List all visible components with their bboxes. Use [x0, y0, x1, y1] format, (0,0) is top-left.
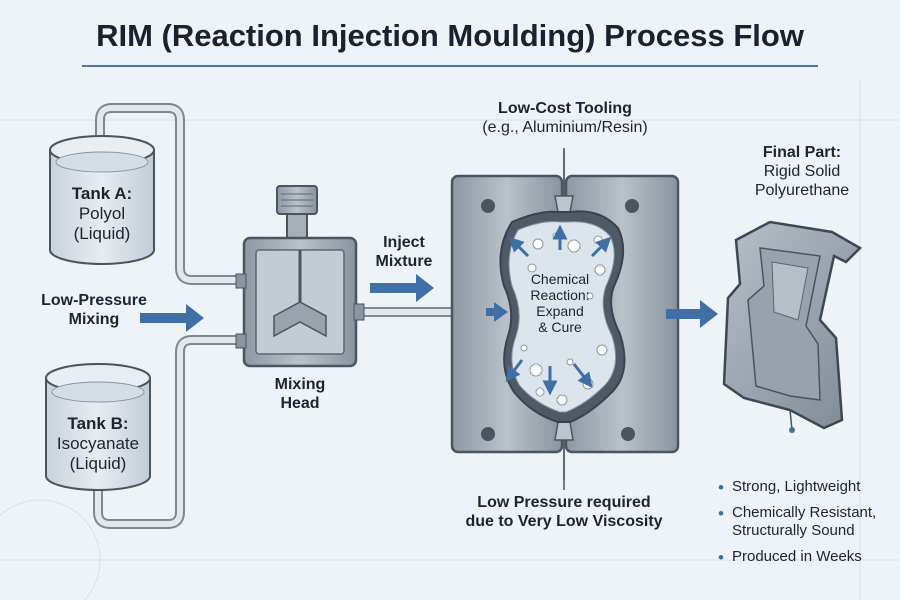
benefit-item: Produced in Weeks	[718, 548, 898, 568]
reaction-line3: Expand	[536, 302, 584, 319]
final-part-line2: Rigid Solid	[763, 162, 841, 180]
tooling-line1: Low-Cost Tooling	[498, 100, 632, 117]
reaction-line4: & Cure	[538, 318, 582, 335]
tank-a	[49, 135, 155, 265]
tooling-label: Low-Cost Tooling (e.g., Aluminium/Resin)	[460, 100, 670, 138]
reaction-label: Chemical Reaction: Expand & Cure	[510, 271, 610, 336]
tank-a-name: Tank A:	[71, 184, 133, 203]
expansion-arrows	[505, 224, 612, 396]
inject-mixture-label: Inject Mixture	[354, 234, 454, 272]
pressure-note-line2: due to Very Low Viscosity	[465, 512, 663, 530]
mixing-head	[235, 185, 365, 368]
mixing-label-line1: Low-Pressure	[41, 292, 147, 309]
arrow-to-part	[666, 300, 718, 328]
tank-b-name: Tank B:	[67, 414, 129, 433]
tank-a-state: (Liquid)	[73, 224, 131, 244]
final-part-label: Final Part: Rigid Solid Polyurethane	[722, 144, 882, 201]
tank-b-material: Isocyanate	[56, 434, 140, 454]
mixing-head-line1: Mixing	[274, 376, 326, 393]
mould	[450, 150, 680, 480]
arrow-mixing	[140, 304, 204, 332]
flow-arrows	[140, 274, 718, 332]
reaction-line1: Chemical	[530, 271, 590, 287]
final-part-line1: Final Part:	[762, 144, 842, 161]
tank-a-material: Polyol	[78, 204, 126, 224]
benefits-list: Strong, Lightweight Chemically Resistant…	[718, 478, 898, 574]
pressure-note: Low Pressure required due to Very Low Vi…	[436, 494, 692, 532]
inject-line1: Inject	[383, 234, 425, 251]
tank-b	[45, 363, 151, 491]
reaction-line2: Reaction:	[530, 286, 590, 303]
mixing-head-label: Mixing Head	[250, 376, 350, 414]
inject-line2: Mixture	[375, 252, 433, 270]
final-part	[722, 220, 863, 433]
benefit-item: Strong, Lightweight	[718, 478, 898, 498]
arrow-inject	[370, 274, 434, 302]
mixing-head-line2: Head	[280, 394, 320, 412]
mixing-label-line2: Mixing	[68, 310, 120, 328]
final-part-line3: Polyurethane	[754, 181, 850, 199]
pressure-note-line1: Low Pressure required	[477, 494, 651, 511]
low-pressure-mixing-label: Low-Pressure Mixing	[34, 292, 154, 330]
tank-b-label: Tank B: Isocyanate (Liquid)	[48, 414, 148, 474]
benefit-item: Chemically Resistant, Structurally Sound	[718, 504, 898, 540]
tank-a-label: Tank A: Polyol (Liquid)	[52, 184, 152, 244]
tank-b-state: (Liquid)	[69, 454, 127, 474]
arrow-into-mould	[486, 302, 508, 322]
page-title: RIM (Reaction Injection Moulding) Proces…	[96, 18, 804, 53]
tooling-line2: (e.g., Aluminium/Resin)	[482, 118, 648, 136]
